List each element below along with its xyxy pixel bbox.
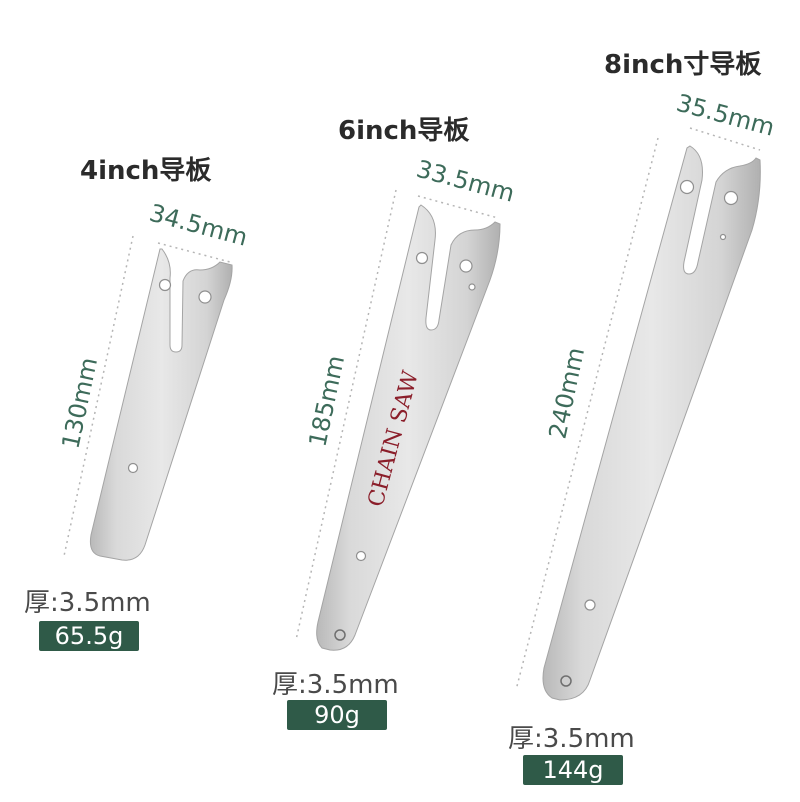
sprocket-hole <box>584 599 596 611</box>
bar-4inch-thickness: 厚:3.5mm <box>24 588 151 618</box>
bar-8inch-length-label: 240mm <box>543 345 590 441</box>
mount-hole <box>158 278 172 292</box>
length-guide-line <box>295 189 397 641</box>
bar-8inch-title: 8inch寸导板 <box>604 50 762 80</box>
bar-4inch-length-label: 130mm <box>56 355 103 451</box>
mount-hole <box>723 190 739 206</box>
sprocket-hole <box>355 550 367 562</box>
bar-8inch-width-label: 35.5mm <box>673 89 777 142</box>
bar-6inch-title: 6inch导板 <box>338 116 470 146</box>
bar-4inch-title: 4inch导板 <box>80 156 212 186</box>
bar-8inch-weight-badge: 144g <box>523 755 623 785</box>
width-guide-line <box>689 127 761 151</box>
length-guide-line <box>63 235 134 557</box>
guide-bar-8inch <box>542 145 761 701</box>
oil-hole <box>719 233 727 241</box>
bar-8inch-thickness: 厚:3.5mm <box>508 724 635 754</box>
bar-4inch-weight-badge: 65.5g <box>39 621 139 651</box>
bar-6inch: CHAIN SAW 33.5mm 185mm <box>295 155 517 651</box>
mount-hole <box>679 179 695 195</box>
guide-bar-4inch <box>89 248 233 561</box>
length-guide-line <box>515 137 659 691</box>
width-guide-line <box>417 195 499 219</box>
mount-hole <box>198 290 212 304</box>
bar-6inch-thickness: 厚:3.5mm <box>272 670 399 700</box>
rivet <box>334 629 346 641</box>
width-guide-line <box>157 242 231 263</box>
mount-hole <box>415 251 429 265</box>
bar-8inch: 35.5mm 240mm <box>515 89 777 701</box>
bar-4inch-width-label: 34.5mm <box>146 199 250 252</box>
bar-4inch: 34.5mm 130mm <box>56 199 250 561</box>
bar-6inch-width-label: 33.5mm <box>413 155 517 208</box>
bar-6inch-length-label: 185mm <box>303 353 350 449</box>
mount-hole <box>459 259 473 273</box>
rivet <box>560 675 572 687</box>
oil-hole <box>468 283 476 291</box>
guide-bar-6inch <box>316 204 501 651</box>
bar-6inch-weight-badge: 90g <box>287 700 387 730</box>
sprocket-hole <box>127 462 139 474</box>
